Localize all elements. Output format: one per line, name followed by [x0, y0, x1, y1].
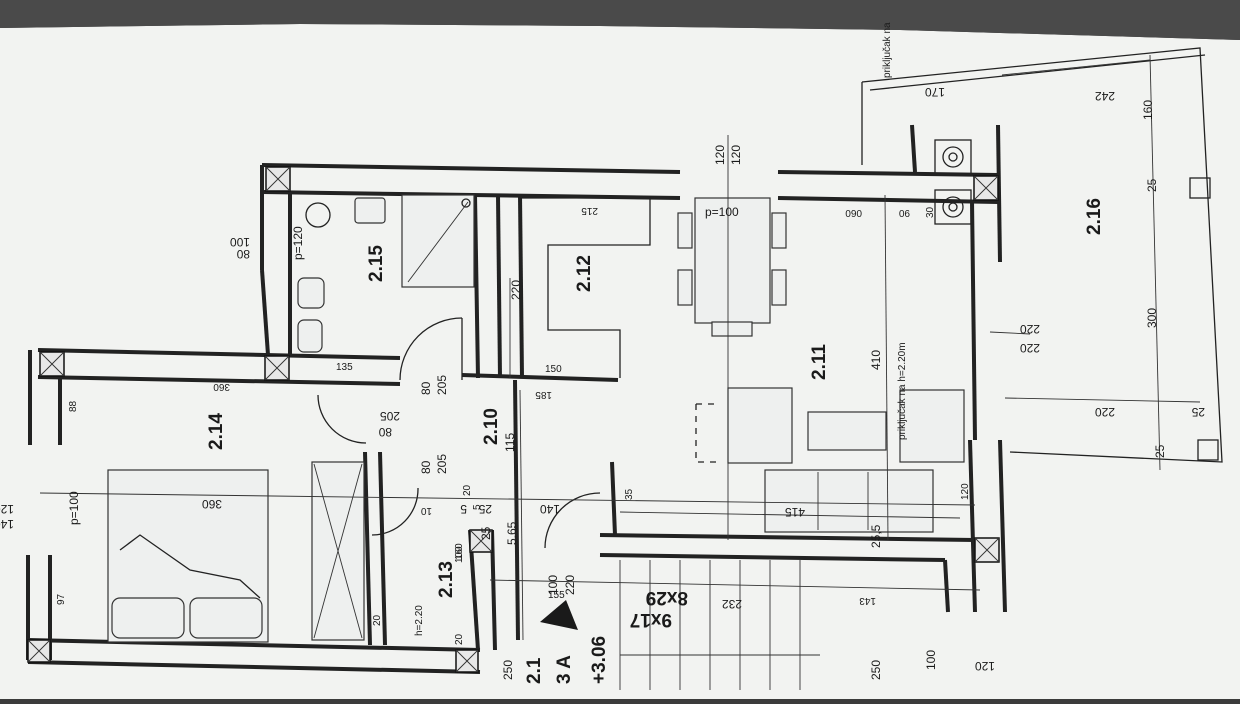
room-label-2-11: 2.11 [809, 344, 830, 380]
dim-text: 143 [859, 595, 876, 606]
walls [26, 124, 1007, 674]
dim-text: 25 [1191, 405, 1205, 419]
dim-text: 25 [1145, 178, 1159, 192]
dim-text: 220 [509, 280, 523, 300]
dim-text: 120 [729, 145, 743, 165]
room-label-2-12: 2.12 [574, 255, 595, 292]
dim-text: 25 [478, 502, 492, 516]
structural-columns [27, 166, 1000, 673]
dim-text: 80 [419, 381, 433, 395]
room-label-2-1: 2.1 [524, 657, 545, 684]
note-p100-bedroom: p=100 [67, 491, 81, 525]
dim-text: 155 [548, 590, 565, 601]
note-p100-dining: p=100 [705, 205, 739, 219]
dimension-lines [39, 54, 1201, 641]
dim-text: 140 [540, 502, 560, 516]
dim-text: 80 [378, 425, 392, 439]
dim-text: 25 [479, 526, 493, 540]
room-label-2-10: 2.10 [481, 408, 502, 445]
dim-text: 160 [1141, 100, 1155, 120]
dim-text: 170 [925, 85, 945, 99]
dim-text: 410 [869, 350, 883, 370]
dim-text: 250 [869, 660, 883, 680]
dim-text: 100 [546, 575, 560, 595]
dim-text: 220 [563, 575, 577, 595]
note-p120: p=120 [291, 226, 305, 260]
dim-text: 115 [503, 433, 517, 452]
dim-text: 205 [380, 409, 400, 423]
dim-text: 135 [336, 362, 353, 373]
dim-text: 100 [454, 546, 465, 563]
dim-text: 360 [213, 381, 230, 392]
dim-text: 25,5 [869, 524, 883, 548]
vent-shafts [934, 139, 972, 225]
dim-text: 20 [372, 614, 383, 626]
dim-text: 242 [1095, 89, 1115, 103]
dim-text: 80 [419, 460, 433, 474]
room-label-2-15: 2.15 [366, 245, 387, 282]
dim-text: 185 [535, 389, 552, 400]
dim-text: 120 [713, 145, 727, 165]
furniture [107, 194, 965, 690]
dim-text: 220 [1095, 405, 1115, 419]
dim-text: 215 [581, 205, 598, 216]
room-label-2-13: 2.13 [436, 561, 457, 598]
door-swings [317, 317, 601, 549]
room-label-2-14: 2.14 [206, 413, 227, 450]
dim-text: 360 [202, 497, 222, 511]
dim-text: 232 [722, 597, 742, 611]
note-stairs-tread: 8x29 [646, 587, 688, 608]
dim-text: 5 [460, 502, 467, 516]
dim-text: 300 [1145, 308, 1159, 328]
dim-text: 10 [420, 505, 432, 516]
balcony-outline [861, 47, 1223, 463]
dim-text: 80 [236, 247, 250, 261]
dim-text: 150 [545, 364, 562, 375]
dim-text: 060 [845, 207, 862, 218]
dim-text: 205 [435, 454, 449, 474]
dimension-labels: 120 120 170 242 160 25 300 220 25 25 220… [0, 85, 1205, 680]
dim-text: 5 [472, 504, 483, 510]
note-stairs-steps: 9x17 [630, 609, 672, 630]
note-h220: h=2.20 [414, 605, 425, 636]
dim-text: 20 [454, 633, 465, 645]
dim-text: 88 [68, 400, 79, 412]
room-label-2-16: 2.16 [1084, 198, 1105, 235]
dim-text: 220 [1020, 341, 1040, 355]
dim-text: 140 [0, 517, 14, 531]
dim-text: 5.65 [505, 521, 519, 545]
dim-text: 205 [435, 375, 449, 395]
note-connection-top: priključak na [882, 22, 893, 78]
dim-text: 90 [898, 207, 910, 218]
dim-text: 20 [462, 484, 473, 496]
dim-text: 415 [785, 505, 805, 519]
dim-text: 100 [924, 650, 938, 670]
notes: p=100 p=120 p=100 priključak na priključ… [67, 22, 908, 636]
dim-text: 35 [624, 488, 635, 500]
dim-text: 120 [960, 483, 971, 500]
dim-text: 100 [230, 235, 250, 249]
note-connection-height: priključak na h=2.20m [897, 342, 908, 440]
dim-text: 120 [0, 502, 14, 516]
dim-text: 30 [925, 206, 936, 218]
dim-text: 250 [501, 660, 515, 680]
room-labels: 2.15 2.12 2.11 2.10 2.14 2.13 2.16 2.1 3… [206, 198, 1105, 684]
room-label-3a: 3 A [554, 655, 575, 684]
dim-text: 160 [454, 543, 465, 560]
desk-background [0, 0, 1240, 40]
dim-text: 97 [56, 593, 67, 605]
dim-text: 120 [975, 659, 995, 673]
dim-text: 220 [1020, 322, 1040, 336]
elevation-label: +3.06 [589, 636, 610, 684]
dim-text: 25 [1153, 444, 1167, 458]
